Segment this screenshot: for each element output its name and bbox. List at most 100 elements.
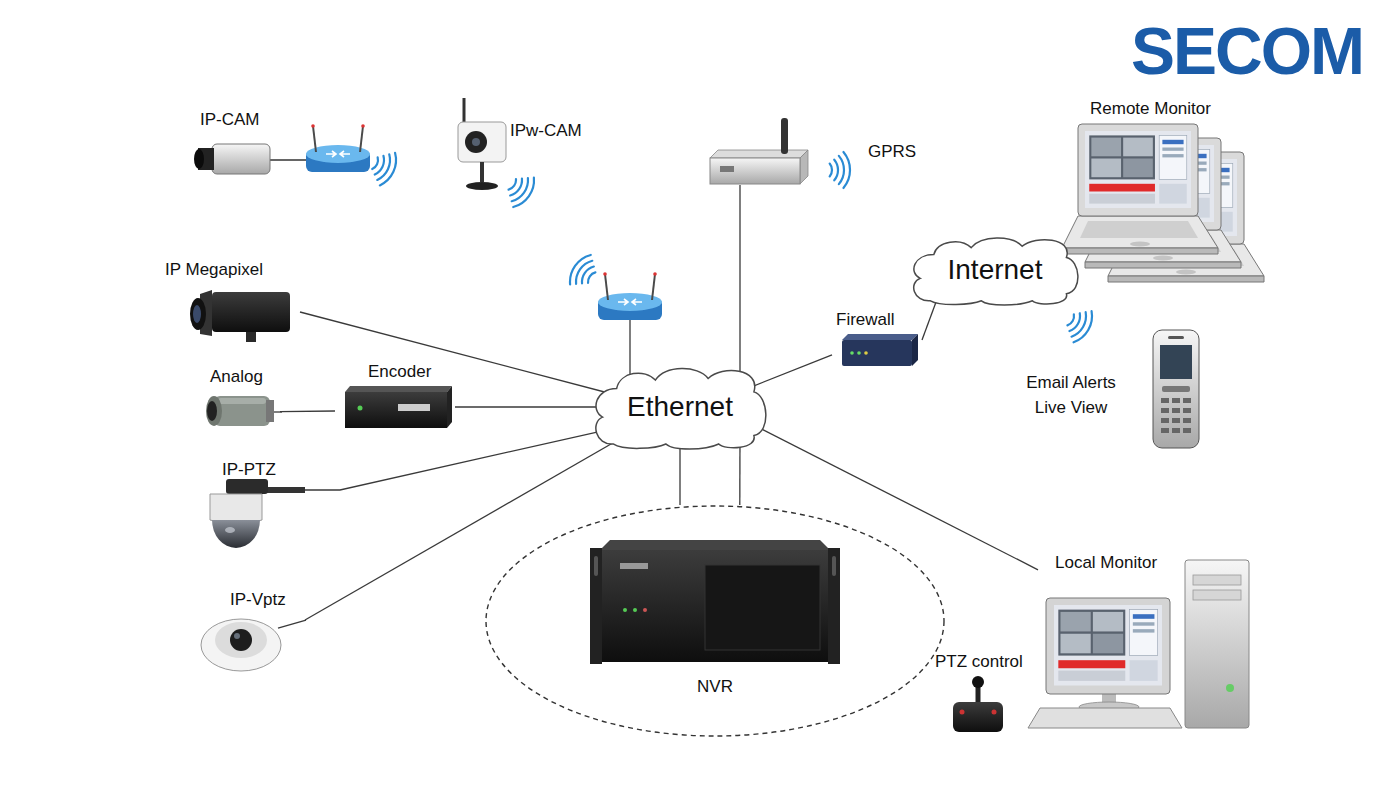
gprs-modem (800, 150, 808, 184)
ptz-joystick (960, 710, 965, 715)
ptz-camera (262, 487, 305, 493)
mobile-phone (1168, 336, 1184, 339)
nvr-recorder (643, 608, 647, 612)
connector-line (280, 410, 335, 412)
megapixel-camera (190, 298, 206, 330)
wireless-camera (465, 131, 487, 153)
device-label: Local Monitor (1055, 553, 1157, 573)
mobile-phone (1172, 418, 1180, 423)
video-encoder (345, 386, 452, 392)
nvr-recorder (600, 540, 830, 550)
dome-camera (201, 619, 281, 671)
wireless-camera (502, 170, 539, 211)
video-encoder (345, 386, 452, 428)
device-label: Remote Monitor (1090, 99, 1211, 119)
wireless-camera (466, 182, 498, 190)
device-node: Local Monitor (1038, 550, 1258, 730)
dome-camera (201, 619, 306, 671)
ip-camera (268, 159, 308, 161)
nvr-recorder (828, 548, 840, 664)
connector-line (455, 406, 616, 407)
device-node: GPRS (700, 115, 925, 185)
dashed-ellipse (486, 506, 944, 736)
mobile-phone (1172, 428, 1180, 433)
analog-camera (206, 396, 222, 426)
mobile-phone (1162, 386, 1190, 392)
nvr-recorder (590, 540, 840, 664)
device-label: IP Megapixel (165, 260, 263, 280)
device-node: PTZ control (930, 650, 1030, 740)
nvr-recorder (832, 556, 836, 576)
connector-line (305, 433, 630, 620)
local-workstation (1193, 575, 1241, 585)
analog-camera (266, 400, 274, 422)
mobile-phone (1161, 408, 1169, 413)
megapixel-camera (212, 292, 290, 332)
video-encoder (447, 386, 452, 428)
mobile-phone (1062, 304, 1098, 345)
mobile-phone (1183, 398, 1191, 403)
megapixel-camera (246, 332, 256, 342)
mobile-phone (1161, 418, 1169, 423)
nvr-recorder (600, 550, 830, 662)
device-label: Email Alerts Live View (1012, 370, 1130, 420)
connector-line (300, 312, 616, 395)
ip-camera (306, 124, 370, 172)
gprs-modem (720, 166, 734, 172)
ptz-camera (210, 479, 305, 548)
device-node: Analog (198, 364, 280, 434)
firewall-device (912, 334, 918, 366)
device-node: IP-Vptz (195, 588, 305, 678)
ip-camera (194, 149, 204, 169)
network-cloud: Internet (934, 249, 1056, 291)
connector-line (744, 420, 1038, 570)
mobile-phone (1183, 428, 1191, 433)
device-node: IPw-CAM (450, 95, 600, 195)
mobile-phone (1183, 408, 1191, 413)
wireless-camera (480, 162, 484, 182)
device-node: Firewall (832, 308, 922, 373)
local-workstation (1226, 684, 1234, 692)
mobile-phone (1160, 345, 1192, 379)
connector-line (305, 428, 616, 490)
wireless-router (565, 251, 602, 292)
wireless-router (565, 251, 662, 395)
device-label: NVR (697, 677, 733, 697)
device-label: IP-CAM (200, 110, 260, 130)
firewall-device (842, 334, 918, 340)
mobile-phone (1172, 398, 1180, 403)
firewall-device (842, 334, 918, 366)
cloud-label: Ethernet (627, 391, 733, 423)
local-workstation (1185, 560, 1249, 728)
nvr-recorder (705, 565, 820, 650)
device-label: IPw-CAM (510, 121, 582, 141)
label-holder: SECOM (1131, 16, 1363, 86)
nvr-recorder (590, 548, 602, 664)
device-node: IP Megapixel (160, 258, 300, 348)
cloud-label: Internet (948, 254, 1043, 286)
ptz-joystick (953, 702, 1003, 732)
device-label: GPRS (868, 142, 916, 162)
ptz-camera (225, 527, 235, 533)
remote-laptops (1062, 124, 1264, 282)
gprs-modem (781, 118, 788, 154)
ip-camera (194, 124, 401, 188)
device-node: Remote Monitor (1050, 95, 1260, 275)
device-label: Analog (210, 367, 263, 387)
ip-camera (367, 147, 401, 188)
analog-camera (214, 396, 270, 426)
firewall-device (842, 340, 912, 366)
local-workstation (1028, 560, 1249, 728)
local-workstation (1193, 590, 1241, 600)
device-label: Firewall (836, 310, 895, 330)
megapixel-camera (193, 305, 201, 323)
cloud-outline (596, 369, 766, 449)
device-label: PTZ control (935, 652, 1023, 672)
dome-camera (278, 620, 306, 628)
device-label: Encoder (368, 362, 431, 382)
analog-camera (206, 396, 282, 426)
gprs-modem (710, 158, 800, 184)
dome-camera (215, 622, 267, 658)
wireless-camera (463, 98, 466, 124)
